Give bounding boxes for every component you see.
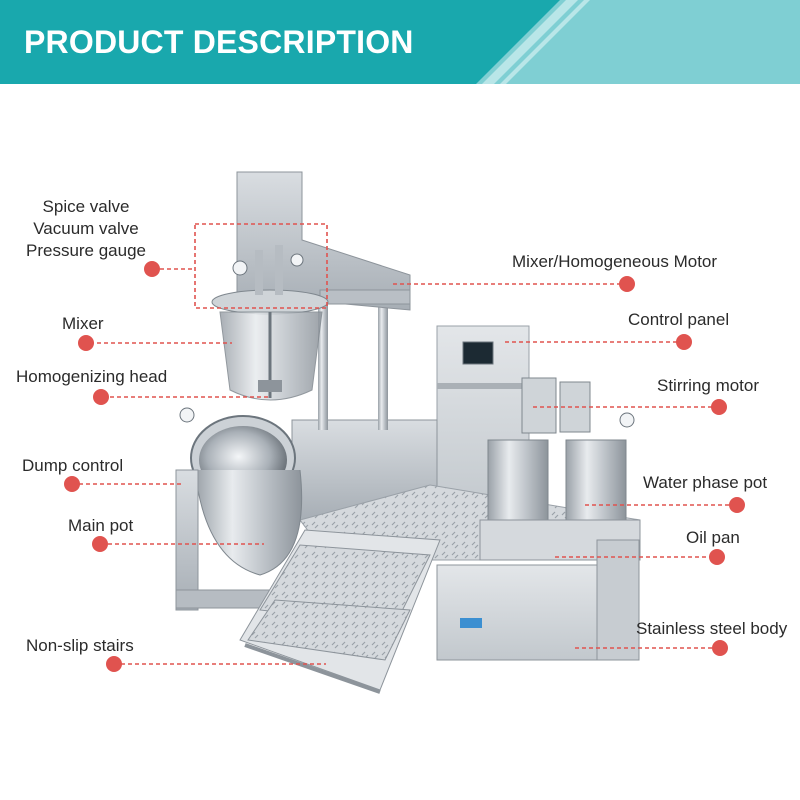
control-screen [462, 341, 494, 365]
pot-frame [175, 469, 199, 611]
pot-lid [211, 289, 329, 315]
label-control-panel: Control panel [628, 310, 730, 329]
stirring-motor [521, 377, 557, 434]
label-pressure-gauge: Pressure gauge [25, 241, 147, 260]
banner-band [0, 0, 560, 84]
label-mixer: Mixer [62, 314, 104, 333]
label-stirring-motor: Stirring motor [657, 376, 760, 395]
label-homogenizing-head: Homogenizing head [16, 367, 168, 386]
label-dump-control: Dump control [22, 456, 124, 475]
stainless-body [436, 564, 598, 661]
label-water-phase-pot: Water phase pot [643, 473, 768, 492]
label-stainless-body: Stainless steel body [636, 619, 788, 638]
lift-column [318, 300, 328, 430]
label-mixer-motor: Mixer/Homogeneous Motor [512, 252, 718, 271]
page-title: PRODUCT DESCRIPTION [24, 24, 414, 60]
label-non-slip-stairs: Non-slip stairs [26, 636, 134, 655]
pressure-gauge [232, 260, 248, 276]
label-vacuum-valve: Vacuum valve [33, 219, 139, 238]
header-banner: PRODUCT DESCRIPTION [0, 0, 800, 84]
label-oil-pan: Oil pan [686, 528, 740, 547]
lift-column [378, 300, 388, 430]
label-main-pot: Main pot [68, 516, 134, 535]
label-spice-valve: Spice valve [42, 197, 130, 216]
